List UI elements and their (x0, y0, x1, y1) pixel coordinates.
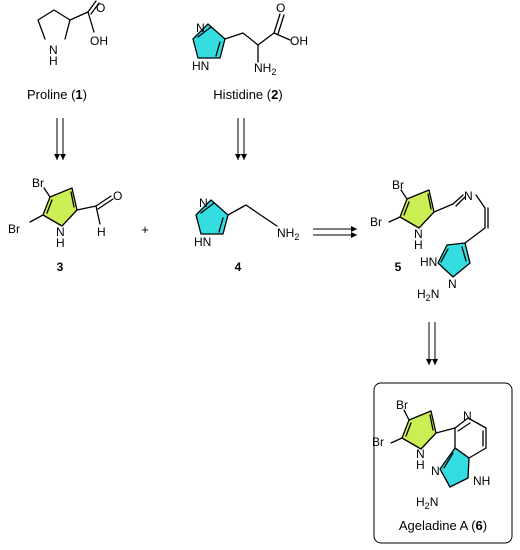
ageladine-h2n: H2N (416, 495, 438, 511)
plus-sign: + (141, 222, 149, 237)
ageladine-box (373, 382, 513, 544)
compound-5-n: N (414, 227, 423, 241)
ageladine-br-left: Br (372, 435, 384, 449)
compound-5-structure: Br Br N H N HN N H2N (370, 178, 489, 303)
ageladine-structure: Br Br N H N N NH H2N (372, 398, 490, 511)
ageladine-pyridine-n: N (463, 409, 472, 423)
histidine-n: N (196, 21, 205, 35)
compound-3-n: N (56, 225, 65, 239)
ageladine-h: H (416, 458, 425, 472)
arrow-34-to-5 (313, 226, 357, 238)
compound-3-br-left: Br (8, 222, 20, 236)
compound-5-n-ring: N (448, 277, 457, 291)
compound-3-ald-h: H (97, 225, 106, 239)
arrow-2-to-4 (235, 118, 247, 160)
proline-o: O (96, 1, 105, 15)
proline-label: Proline (1) (27, 87, 87, 102)
arrow-5-to-6 (426, 322, 438, 365)
proline-h: H (49, 54, 58, 68)
compound-3-label: 3 (57, 260, 64, 274)
histidine-structure: N HN O OH NH2 (192, 1, 308, 77)
histidine-hn: HN (192, 59, 209, 73)
ageladine-n-im: N (431, 464, 440, 478)
compound-3-pyrrole-fill (43, 188, 77, 226)
compound-3-o: O (113, 189, 122, 203)
compound-5-pyrrole-fill (400, 190, 434, 228)
compound-5-label: 5 (395, 260, 402, 274)
compound-5-br-left: Br (370, 215, 382, 229)
ageladine-pyrrole-fill (402, 411, 436, 449)
ageladine-br-top: Br (396, 398, 408, 412)
compound-3-br-top: Br (32, 176, 44, 190)
compound-5-h2n: H2N (417, 287, 439, 303)
histidine-oh: OH (290, 34, 308, 48)
proline-oh: OH (90, 34, 108, 48)
compound-3-structure: Br Br N H O H (8, 176, 122, 250)
proline-structure: N H O OH (37, 0, 108, 68)
compound-4-structure: N HN NH2 (194, 196, 299, 249)
histidine-nh2: NH2 (254, 61, 276, 77)
compound-4-nh2: NH2 (277, 226, 299, 242)
compound-5-br-top: Br (392, 178, 404, 192)
compound-5-imine-n: N (464, 189, 473, 203)
ageladine-nh: NH (473, 474, 490, 488)
ageladine-imidazole-fill (440, 448, 469, 487)
compound-5-hn: HN (420, 255, 437, 269)
ageladine-n: N (416, 447, 425, 461)
compound-4-label: 4 (235, 260, 242, 274)
arrow-1-to-3 (54, 118, 66, 160)
compound-4-n: N (199, 196, 208, 210)
histidine-label: Histidine (2) (213, 87, 282, 102)
compound-5-h: H (414, 238, 423, 252)
histidine-o: O (276, 1, 285, 15)
compound-3-h: H (56, 236, 65, 250)
compound-4-hn: HN (194, 235, 211, 249)
ageladine-label: Ageladine A (6) (399, 518, 487, 533)
proline-n: N (49, 43, 58, 57)
